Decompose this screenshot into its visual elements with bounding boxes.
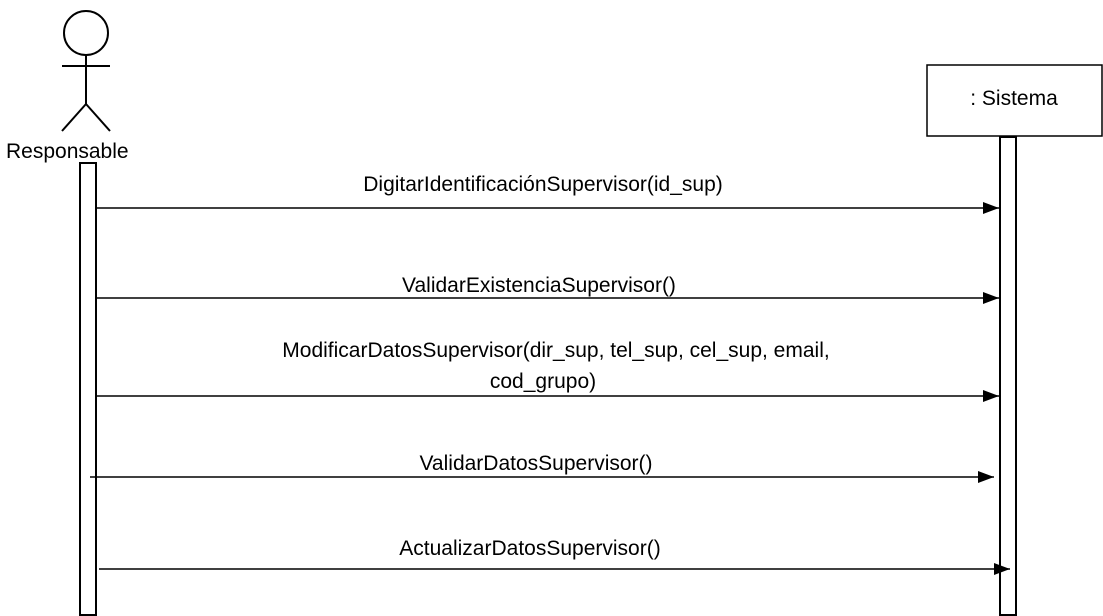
message: ValidarDatosSupervisor(): [90, 452, 994, 483]
object-label: : Sistema: [970, 87, 1058, 110]
message-label: DigitarIdentificaciónSupervisor(id_sup): [363, 173, 723, 196]
message: ActualizarDatosSupervisor(): [99, 537, 1010, 575]
message: ValidarExistenciaSupervisor(): [96, 274, 999, 304]
message: ModificarDatosSupervisor(dir_sup, tel_su…: [96, 339, 999, 402]
actor-label: Responsable: [6, 140, 129, 163]
message-label: ValidarDatosSupervisor(): [419, 452, 652, 475]
message-label: cod_grupo): [490, 370, 596, 393]
message: DigitarIdentificaciónSupervisor(id_sup): [96, 173, 999, 214]
message-label: ValidarExistenciaSupervisor(): [402, 274, 676, 297]
object-activation-bar: [999, 136, 1017, 616]
message-label: ModificarDatosSupervisor(dir_sup, tel_su…: [282, 339, 829, 362]
stick-figure-icon: [61, 10, 111, 132]
message-label: ActualizarDatosSupervisor(): [399, 537, 660, 560]
actor-activation-bar: [79, 162, 97, 616]
object-box: [926, 64, 1103, 137]
